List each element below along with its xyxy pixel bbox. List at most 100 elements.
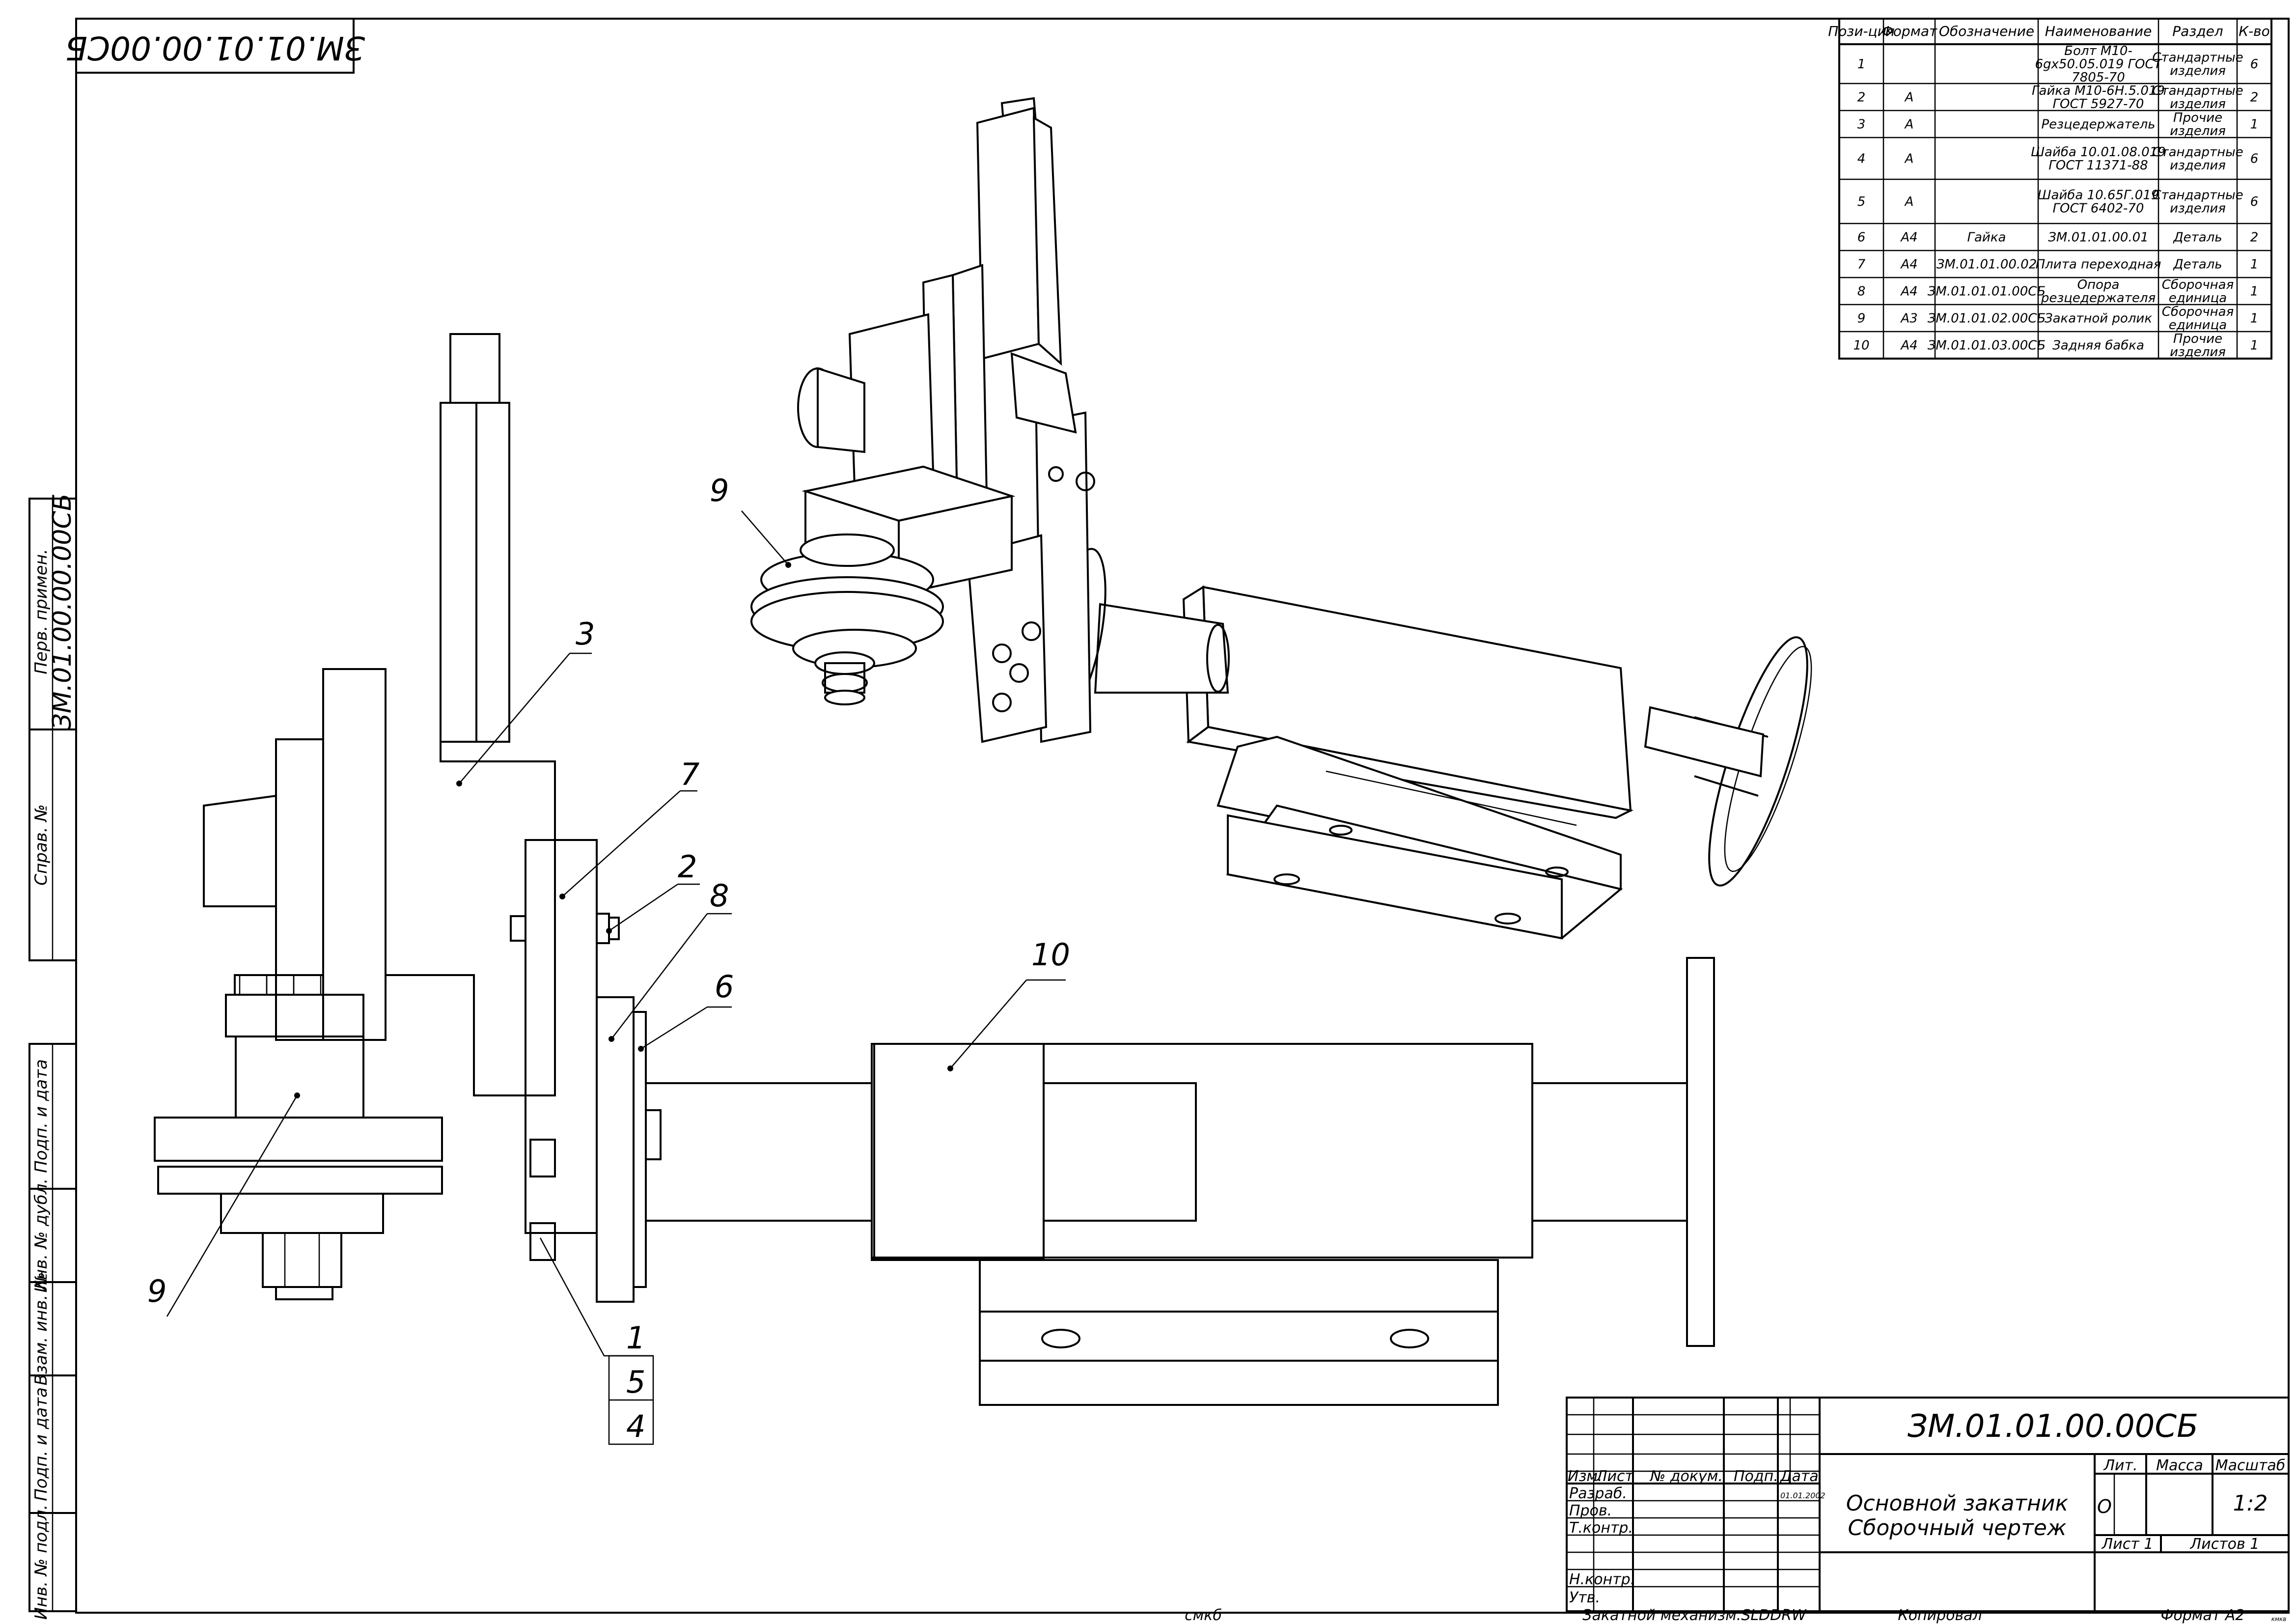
bom-cell-qty: 1 (2250, 338, 2259, 353)
perv-primen-label: Перв. примен. (31, 549, 51, 674)
bom-cell-qty: 1 (2250, 117, 2259, 132)
bom-cell-pos: 4 (1857, 152, 1866, 167)
podp-data-2: Подп. и дата (31, 1387, 51, 1501)
footer-tiny-mark: кмкв (2271, 1616, 2287, 1623)
bom-cell-name: ЗМ.01.01.00.01 (2048, 230, 2149, 245)
perv-primen-value: ЗМ.01.00.00.00СБ (48, 494, 77, 730)
callout-8: 8 (710, 878, 729, 914)
bom-cell-name: Шайба 10.65Г.019 (2038, 188, 2159, 203)
vzam-inv: Взам. инв. № (31, 1272, 51, 1386)
tb-col-podp: Подп. (1734, 1468, 1778, 1485)
bom-cell-fmt: А3 (1900, 311, 1917, 326)
bom-cell-pos: 10 (1853, 338, 1869, 353)
callout-dots (294, 562, 953, 1098)
mirrored-number-box: ЗМ.01.01.00.00СБ (65, 18, 365, 74)
left-side-strip: Перв. примен. ЗМ.01.00.00.00СБ Справ. № … (28, 494, 77, 1620)
tb-col-izm: Изм. (1568, 1468, 1603, 1485)
tb-name-line1: Основной закатник (1846, 1491, 2069, 1516)
tb-massa-label: Масса (2156, 1457, 2203, 1474)
callout-9-left: 9 (147, 1273, 166, 1309)
bom-cell-name: Плита переходная (2036, 257, 2161, 272)
bom-header-cell: Формат (1881, 23, 1937, 39)
callout-3: 3 (576, 616, 595, 652)
bom-cell-name: Болт М10- (2064, 44, 2132, 58)
bom-cell-section: Прочие (2173, 332, 2222, 346)
bom-cell-section: изделия (2170, 345, 2226, 360)
bom-cell-pos: 1 (1857, 57, 1866, 72)
bom-cell-des: Гайка (1967, 230, 2006, 245)
bom-cell-section: Деталь (2173, 230, 2222, 245)
tb-prov: Пров. (1569, 1502, 1612, 1519)
podp-data-1: Подп. и дата (31, 1059, 51, 1173)
bom-cell-des: ЗМ.01.01.00.02 (1936, 257, 2037, 272)
title-block: ЗМ.01.01.00.00СБ Основной закатник Сборо… (1566, 1397, 2290, 1612)
tb-col-ndokum: № докум. (1649, 1468, 1723, 1485)
bom-cell-name: ГОСТ 5927-70 (2053, 97, 2144, 112)
mirrored-number: ЗМ.01.01.00.00СБ (65, 29, 365, 67)
bom-cell-fmt: А (1904, 90, 1914, 105)
bom-cell-section: изделия (2170, 97, 2226, 112)
bom-cell-fmt: А4 (1900, 230, 1917, 245)
bom-cell-section: Сборочная (2162, 305, 2234, 319)
tb-date-value: 01.01.2002 (1780, 1491, 1826, 1500)
bom-cell-name: ГОСТ 11371-88 (2048, 158, 2148, 173)
bom-cell-des: ЗМ.01.01.03.00СБ (1928, 338, 2046, 353)
bom-cell-name: 7805-70 (2072, 70, 2125, 85)
footer-filename: Закатной механизм.SLDDRW (1582, 1607, 1807, 1624)
tb-tkontr: Т.контр. (1569, 1519, 1633, 1537)
tb-nkontr: Н.контр. (1569, 1571, 1635, 1588)
bom-cell-section: изделия (2170, 201, 2226, 216)
tb-sheets: Листов 1 (2190, 1536, 2260, 1553)
bom-cell-des: ЗМ.01.01.02.00СБ (1928, 311, 2046, 326)
callout-numbers: 3 7 2 8 6 9 9 10 1 5 4 (147, 473, 1070, 1444)
bom-cell-qty: 1 (2250, 311, 2259, 326)
bom-cell-section: единица (2169, 318, 2227, 333)
bom-cell-qty: 6 (2250, 152, 2259, 167)
inv-dubl: Инв. № дубл. (31, 1178, 51, 1293)
callout-5: 5 (626, 1364, 645, 1400)
bom-cell-name: Закатной ролик (2045, 311, 2152, 326)
bom-cell-pos: 5 (1857, 195, 1866, 209)
bom-cell-fmt: А4 (1900, 257, 1917, 272)
bom-header-cell: Пози-ция (1828, 23, 1894, 39)
inv-podl: Инв. № подл. (31, 1505, 51, 1620)
tb-masshtab-label: Масштаб (2215, 1457, 2286, 1474)
bom-cell-name: ГОСТ 6402-70 (2053, 201, 2144, 216)
callout-leaders (166, 510, 1066, 1445)
bom-cell-qty: 1 (2250, 257, 2259, 272)
tb-scale-value: 1:2 (2233, 1491, 2268, 1516)
callout-4: 4 (626, 1408, 645, 1444)
bom-cell-pos: 7 (1857, 257, 1866, 272)
bom-header-cell: К-во (2239, 23, 2270, 39)
bom-cell-section: Стандартные (2152, 145, 2243, 160)
callout-10: 10 (1031, 937, 1070, 973)
front-view (154, 333, 1715, 1406)
bom-cell-qty: 2 (2250, 90, 2259, 105)
bom-cell-name: Резцедержатель (2041, 117, 2155, 132)
callout-6: 6 (715, 969, 734, 1005)
footer-format: Формат А2 (2161, 1607, 2245, 1624)
bom-cell-name: Опора (2077, 278, 2120, 292)
bom-cell-fmt: А (1904, 195, 1914, 209)
bom-cell-pos: 3 (1857, 117, 1866, 132)
bom-cell-section: изделия (2170, 158, 2226, 173)
bom-cell-fmt: А (1904, 117, 1914, 132)
bom-cell-section: единица (2169, 291, 2227, 306)
tb-name-line2: Сборочный чертеж (1848, 1515, 2066, 1540)
bom-cell-pos: 2 (1857, 90, 1866, 105)
callout-2: 2 (678, 849, 697, 885)
bom-cell-section: Стандартные (2152, 84, 2243, 98)
footer: смкб Закатной механизм.SLDDRW Копировал … (1185, 1607, 2286, 1624)
tb-lit-value: О (2097, 1496, 2112, 1517)
bom-cell-section: Стандартные (2152, 188, 2243, 203)
bom-cell-des: ЗМ.01.01.01.00СБ (1928, 284, 2046, 299)
bom-cell-qty: 6 (2250, 57, 2259, 72)
tb-sheet: Лист 1 (2102, 1536, 2154, 1553)
bom-cell-fmt: А (1904, 152, 1914, 167)
bom-cell-pos: 8 (1857, 284, 1866, 299)
tb-col-data: Дата (1779, 1468, 1819, 1485)
callout-9-top: 9 (710, 473, 729, 508)
bom-cell-section: Деталь (2173, 257, 2222, 272)
bom-header-cell: Наименование (2045, 23, 2152, 39)
bom-cell-pos: 9 (1857, 311, 1866, 326)
